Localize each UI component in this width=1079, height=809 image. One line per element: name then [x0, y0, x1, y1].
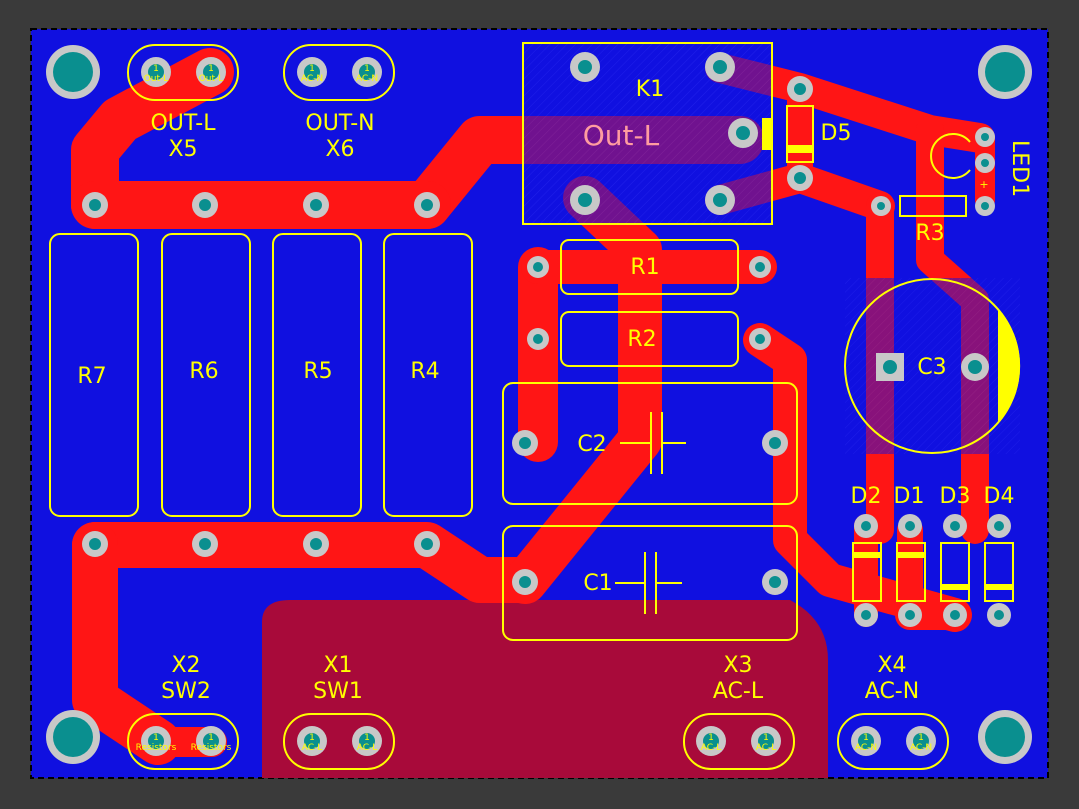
c1-designator: C1 — [583, 571, 612, 596]
x5-designator: X5 — [168, 137, 197, 162]
connector-x5-outline — [127, 44, 239, 101]
svg-text:1: 1 — [364, 733, 370, 743]
connector-x6-outline — [283, 44, 395, 101]
x5-comment: OUT-L — [150, 111, 216, 136]
mounting-hole-top-right — [978, 45, 1032, 99]
svg-text:1: 1 — [863, 733, 869, 743]
resistor-r7[interactable] — [49, 233, 139, 517]
r2-designator: R2 — [627, 327, 656, 352]
d5-designator: D5 — [821, 121, 852, 146]
r4-designator: R4 — [410, 359, 439, 384]
resistor-r5[interactable] — [272, 233, 362, 517]
svg-text:1: 1 — [153, 64, 159, 74]
led1-designator: LED1 — [1007, 140, 1032, 197]
x4-designator: X4 — [877, 653, 906, 678]
d4-designator: D4 — [984, 484, 1015, 509]
x3-designator: X3 — [723, 653, 752, 678]
capacitor-c2-outline — [502, 382, 798, 505]
resistor-r3-outline — [899, 195, 967, 217]
diode-d5-outline — [786, 105, 814, 163]
diode-d1-body — [896, 542, 926, 602]
svg-text:AC-L: AC-L — [701, 743, 722, 753]
connector-x4-outline — [837, 713, 949, 770]
x2-designator: X2 — [171, 653, 200, 678]
resistor-r1-outline — [560, 239, 739, 295]
x3-comment: AC-L — [713, 679, 764, 704]
svg-text:AC-N: AC-N — [356, 74, 378, 84]
r3-designator: R3 — [915, 221, 944, 246]
resistor-r4[interactable] — [383, 233, 473, 517]
x2-comment: SW2 — [161, 679, 211, 704]
svg-text:1: 1 — [208, 64, 214, 74]
capacitor-c3-polarity-mark — [998, 308, 1021, 424]
connector-x2-outline — [127, 713, 239, 770]
capacitor-c3-area — [845, 278, 1020, 454]
d3-designator: D3 — [940, 484, 971, 509]
svg-text:1: 1 — [309, 64, 315, 74]
svg-text:1: 1 — [918, 733, 924, 743]
svg-text:AC-L: AC-L — [756, 743, 777, 753]
connector-pin-labels: 1 Out-L 1 Out-L 1 AC-N 1 AC-N 1 Resistor… — [136, 64, 932, 753]
svg-text:Out-L: Out-L — [199, 74, 224, 84]
resistor-r2-outline — [560, 311, 739, 367]
x1-comment: SW1 — [313, 679, 363, 704]
capacitor-symbol-c1 — [615, 552, 682, 614]
svg-text:Out-L: Out-L — [144, 74, 169, 84]
relay-k1-outline — [522, 42, 773, 225]
c2-designator: C2 — [577, 432, 606, 457]
capacitor-c1-outline — [502, 525, 798, 641]
relay-coil-marker — [762, 118, 771, 150]
d2-designator: D2 — [851, 484, 882, 509]
led1-polarity: + — [979, 178, 988, 191]
diode-d5-cathode — [787, 145, 813, 153]
svg-text:Resistors: Resistors — [191, 743, 232, 753]
svg-text:AC-N: AC-N — [855, 743, 877, 753]
svg-text:1: 1 — [708, 733, 714, 743]
led1-outline — [930, 133, 971, 179]
k1-designator: K1 — [636, 77, 664, 102]
svg-text:1: 1 — [763, 733, 769, 743]
svg-text:1: 1 — [153, 733, 159, 743]
d1-designator: D1 — [894, 484, 925, 509]
c3-designator: C3 — [917, 355, 946, 380]
x6-designator: X6 — [325, 137, 354, 162]
r6-designator: R6 — [189, 359, 218, 384]
svg-text:AC-L: AC-L — [302, 743, 323, 753]
x4-comment: AC-N — [865, 679, 919, 704]
connector-x3-outline — [683, 713, 795, 770]
svg-text:Resistors: Resistors — [136, 743, 177, 753]
r7-designator: R7 — [77, 364, 106, 389]
x1-designator: X1 — [323, 653, 352, 678]
mounting-hole-top-left — [46, 45, 100, 99]
svg-text:AC-L: AC-L — [357, 743, 378, 753]
svg-text:1: 1 — [364, 64, 370, 74]
diode-d2-body — [852, 542, 882, 602]
diode-d4-body — [984, 542, 1014, 602]
mounting-hole-bottom-right — [978, 710, 1032, 764]
svg-text:AC-N: AC-N — [910, 743, 932, 753]
net-label-out-l: Out-L — [583, 119, 660, 152]
x6-comment: OUT-N — [305, 111, 374, 136]
svg-text:AC-N: AC-N — [301, 74, 323, 84]
pads — [82, 52, 1011, 756]
diode-d3-body — [940, 542, 970, 602]
svg-text:1: 1 — [208, 733, 214, 743]
capacitor-symbol-c2 — [620, 412, 686, 474]
svg-text:1: 1 — [309, 733, 315, 743]
copper-pour-ac-l — [262, 600, 828, 778]
mounting-hole-bottom-left — [46, 710, 100, 764]
r5-designator: R5 — [303, 359, 332, 384]
connector-x1-outline — [283, 713, 395, 770]
r1-designator: R1 — [630, 255, 659, 280]
resistor-r6[interactable] — [161, 233, 251, 517]
